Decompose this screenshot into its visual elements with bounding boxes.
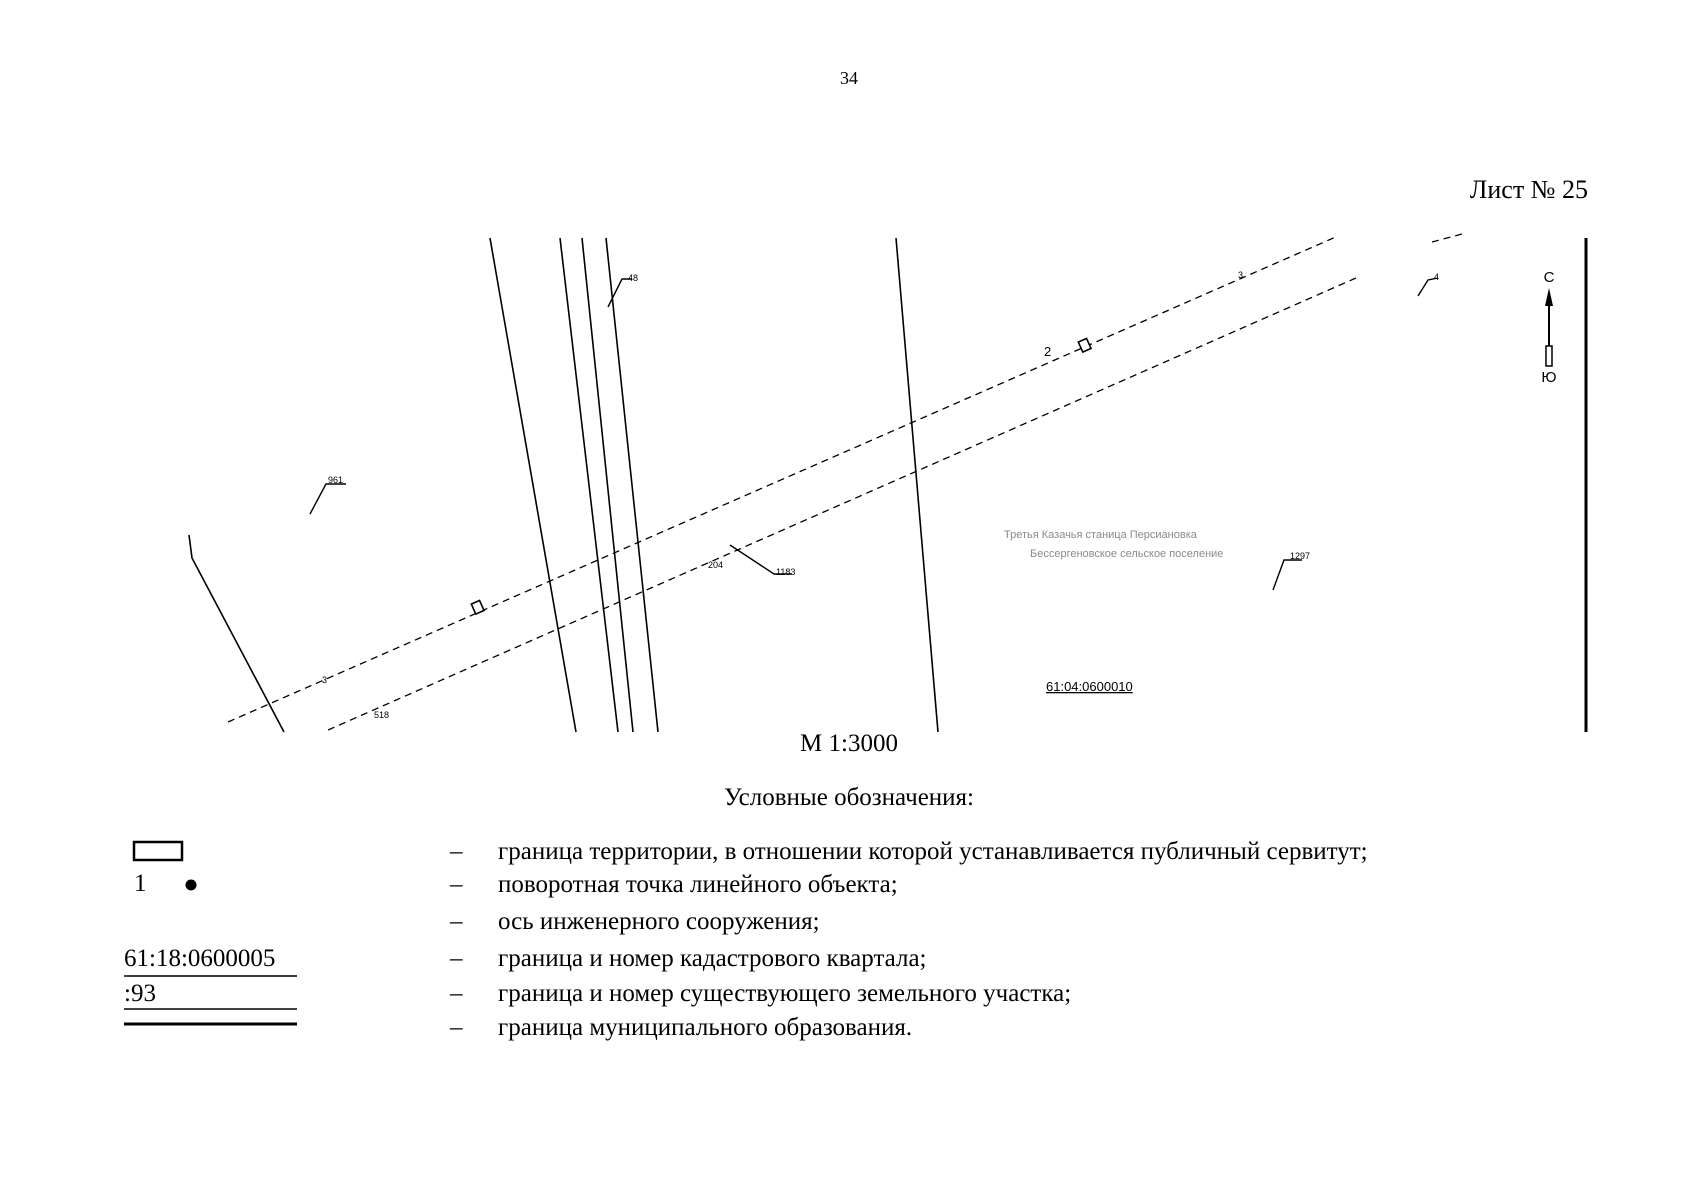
legend-symbol-point bbox=[185, 879, 197, 891]
label-parcel-right: 1297 bbox=[1290, 551, 1310, 561]
legend-item-turn-point: –поворотная точка линейного объекта; bbox=[450, 871, 898, 898]
turn-point-marker-right bbox=[1077, 337, 1093, 354]
label-left-parcel: 961 bbox=[328, 475, 343, 485]
label-mid-small: 204 bbox=[708, 560, 723, 570]
legend-title: Условные обозначения: bbox=[723, 784, 975, 811]
label-right-top: 4 bbox=[1434, 272, 1439, 282]
legend-quarter-number: 61:18:0600005 bbox=[124, 945, 276, 972]
boundary-line-4 bbox=[605, 237, 659, 733]
label-mid-parcel: 1183 bbox=[776, 567, 795, 577]
servitude-boundary-lower bbox=[327, 277, 1357, 731]
leader-line-right-top bbox=[1417, 277, 1439, 297]
leader-line-top bbox=[607, 278, 632, 308]
legend-item-municipal: –граница муниципального образования. bbox=[450, 1014, 913, 1041]
label-point-left: 3 bbox=[322, 675, 327, 685]
label-point-low: 518 bbox=[374, 710, 389, 720]
faint-text-1: Третья Казачья станица Персиановка bbox=[1004, 529, 1198, 541]
label-top-a: 48 bbox=[628, 273, 638, 283]
sheet-label: Лист № 25 bbox=[1469, 175, 1588, 204]
legend-parcel-number: :93 bbox=[124, 980, 156, 1007]
boundary-line-5 bbox=[895, 237, 939, 733]
map-scale: М 1:3000 bbox=[800, 730, 898, 757]
legend-item-servitude: –граница территории, в отношении которой… bbox=[450, 838, 1368, 865]
north-arrow: С Ю bbox=[1541, 269, 1556, 386]
legend-point-number: 1 bbox=[134, 870, 147, 897]
turn-point-marker-left bbox=[470, 599, 486, 616]
boundary-line-3 bbox=[581, 237, 634, 733]
label-turn-point-2: 2 bbox=[1044, 344, 1051, 359]
leader-line-right-parcel bbox=[1272, 559, 1302, 591]
arrow-up-icon bbox=[1545, 288, 1553, 306]
page-number: 34 bbox=[840, 68, 858, 88]
legend-item-parcel: –граница и номер существующего земельног… bbox=[450, 980, 1072, 1007]
boundary-line-1 bbox=[489, 237, 577, 733]
leader-line-left-parcel bbox=[309, 483, 346, 515]
servitude-boundary-upper bbox=[227, 235, 1339, 723]
boundary-line-left bbox=[188, 534, 285, 733]
legend-item-axis: –ось инженерного сооружения; bbox=[450, 908, 820, 935]
compass-south-label: Ю bbox=[1541, 369, 1556, 386]
compass-north-label: С bbox=[1544, 269, 1555, 286]
boundary-line-2 bbox=[559, 237, 619, 733]
legend-item-quarter: –граница и номер кадастрового квартала; bbox=[450, 945, 927, 972]
leader-line-mid bbox=[729, 544, 792, 575]
cadastral-quarter-label: 61:04:0600010 bbox=[1046, 679, 1133, 694]
label-top-b: 3 bbox=[1238, 270, 1243, 280]
servitude-boundary-top-right bbox=[1431, 233, 1463, 243]
faint-text-2: Бессергеновское сельское поселение bbox=[1030, 548, 1223, 560]
legend-symbol-servitude-border bbox=[132, 840, 184, 862]
